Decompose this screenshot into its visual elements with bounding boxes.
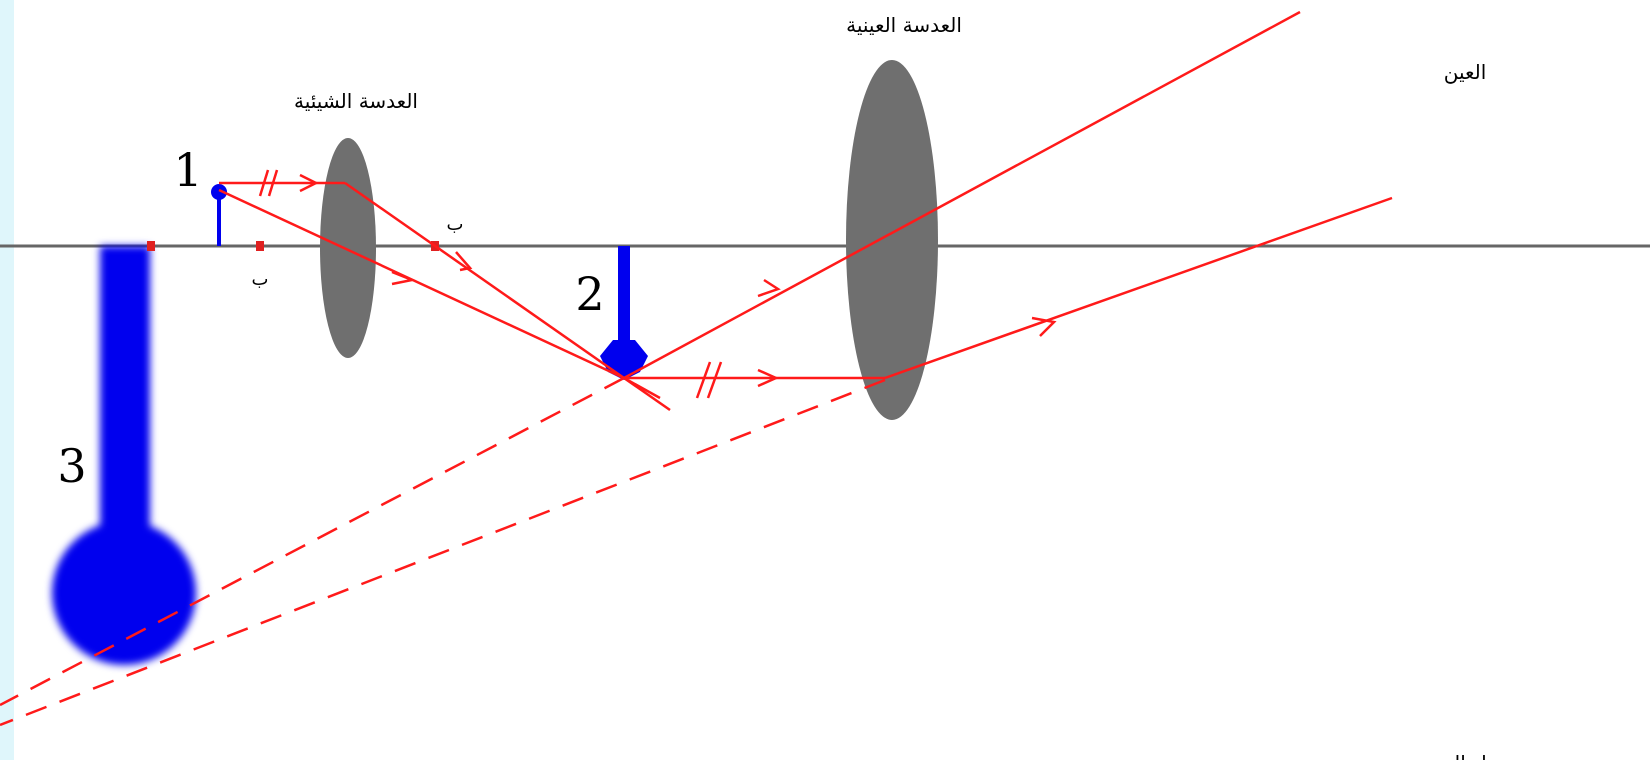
focal-label: ب	[447, 214, 464, 235]
focal-point-marker	[147, 241, 155, 251]
eye-label: العين	[1444, 60, 1487, 84]
object-1-label: 1	[173, 143, 202, 197]
objective-lens-label: العدسة الشيئية	[294, 89, 418, 113]
light-rays	[218, 10, 1393, 412]
focal-point-marker	[256, 241, 264, 251]
image-2-label: 2	[575, 267, 604, 321]
image-3-label: 3	[57, 439, 86, 493]
objective-lens	[320, 138, 376, 358]
object-1	[211, 184, 227, 246]
focal-label: ب	[252, 269, 269, 290]
eyepiece-lens-label: العدسة العينية	[846, 13, 962, 37]
virtual-image-3	[52, 246, 196, 665]
bottom-cut-text: ل العين	[1423, 751, 1486, 760]
left-edge-strip	[0, 0, 14, 760]
dashed-virtual-rays	[0, 376, 886, 727]
real-image-2	[600, 246, 648, 380]
eyepiece-lens	[846, 60, 938, 420]
